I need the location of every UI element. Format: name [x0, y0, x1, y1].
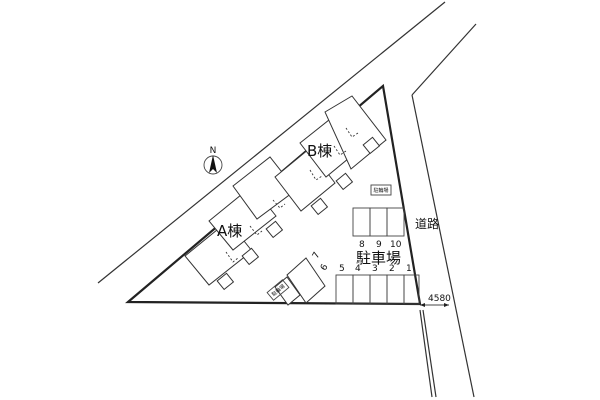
parking-number-5: 5 [339, 264, 345, 274]
parking-number-6: 6 [319, 262, 331, 272]
road-label: 道路 [415, 216, 439, 231]
parking-spaces-upper [352, 207, 405, 237]
parking-label: 駐車場 [356, 249, 401, 267]
street-lines [97, 1, 477, 398]
bike-storage-right: 駐輪場 [370, 184, 392, 196]
building-b-label: B棟 [307, 142, 332, 160]
parking-numbers: 1 2 3 4 5 6 7 8 9 10 [311, 240, 412, 274]
parking-number-8: 8 [359, 240, 365, 250]
parking-number-3: 3 [372, 264, 378, 274]
parking-number-4: 4 [355, 264, 361, 274]
parking-number-1: 1 [406, 264, 412, 274]
road-width-label: 4580 [428, 294, 451, 304]
parking-number-10: 10 [390, 240, 402, 250]
north-label: N [210, 146, 217, 156]
bike-storage-label-2: 駐輪場 [373, 187, 388, 194]
storage-block [274, 257, 326, 306]
parking-number-9: 9 [376, 240, 382, 250]
parking-spaces-lower [335, 274, 420, 305]
parking-number-2: 2 [389, 264, 395, 274]
north-arrow-icon: N [203, 146, 223, 175]
building-b: B棟 [274, 95, 387, 216]
building-a: A棟 [184, 156, 297, 291]
road-width-dimension: 4580 [420, 294, 451, 307]
parking-number-7: 7 [311, 251, 323, 261]
building-a-label: A棟 [217, 222, 242, 240]
